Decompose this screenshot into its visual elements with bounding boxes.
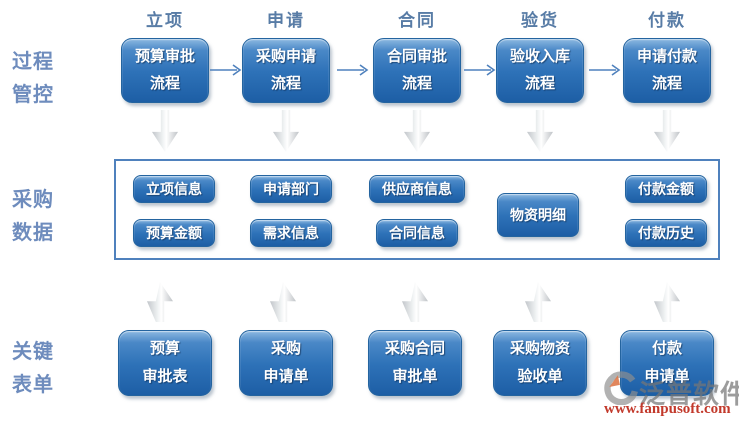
stage-header-contract: 合同: [398, 11, 436, 30]
down-arrow-icon: [654, 110, 680, 152]
data-box-supplier-info: 供应商信息: [369, 175, 465, 203]
row-label-line: 关键: [12, 341, 54, 363]
stage-header-project: 立项: [146, 11, 184, 30]
process-box-receive-inspect: 验收入库 流程: [496, 38, 584, 103]
form-box-material-receipt-form: 采购物资 验收单: [493, 330, 587, 396]
up-arrow-icon: [654, 282, 680, 322]
form-box-line: 付款: [651, 340, 682, 358]
brand-name: 泛普软件: [639, 379, 739, 409]
down-arrow-icon: [404, 110, 430, 152]
data-box-label: 合同信息: [389, 225, 445, 241]
data-box-label: 物资明细: [510, 207, 566, 223]
process-box-contract-approval: 合同审批 流程: [373, 38, 461, 103]
form-box-budget-approval-form: 预算 审批表: [118, 330, 212, 396]
process-box-line: 流程: [524, 74, 555, 92]
down-arrow-icon: [273, 110, 299, 152]
right-arrow-icon: [464, 64, 496, 76]
up-arrow-icon: [402, 282, 428, 322]
data-box-label: 供应商信息: [382, 181, 452, 197]
up-arrow-icon: [525, 282, 551, 322]
form-box-purchase-request-form: 采购 申请单: [239, 330, 333, 396]
process-box-payment-request: 申请付款 流程: [623, 38, 711, 103]
down-arrow-icon: [152, 110, 178, 152]
brand-url: www.fanpusoft.com: [604, 401, 731, 417]
form-box-line: 申请单: [644, 368, 690, 385]
stage-header-request: 申请: [267, 11, 305, 30]
row-label-key-forms: 关键 表单: [12, 336, 82, 402]
form-box-line: 审批表: [142, 368, 188, 385]
right-arrow-icon: [589, 64, 621, 76]
form-box-line: 采购合同: [384, 340, 445, 358]
data-box-label: 需求信息: [263, 225, 319, 241]
form-box-line: 采购: [270, 340, 301, 358]
form-box-contract-approval-form: 采购合同 审批单: [368, 330, 462, 396]
down-arrow-icon: [527, 110, 553, 152]
form-box-line: 验收单: [517, 368, 563, 385]
data-box-material-detail: 物资明细: [497, 193, 579, 237]
right-arrow-icon: [210, 64, 242, 76]
process-box-line: 预算审批: [134, 48, 195, 66]
process-box-line: 采购申请: [255, 48, 316, 66]
stage-header-payment: 付款: [648, 11, 686, 30]
data-box-demand-info: 需求信息: [250, 219, 332, 247]
data-box-project-info: 立项信息: [133, 175, 215, 203]
row-label-process-control: 过程 管控: [12, 46, 82, 112]
form-box-payment-request-form: 付款 申请单: [620, 330, 714, 396]
process-box-line: 流程: [149, 74, 180, 92]
row-label-line: 数据: [12, 222, 54, 244]
process-box-budget-approval: 预算审批 流程: [121, 38, 209, 103]
row-label-purchase-data: 采购 数据: [12, 184, 82, 250]
up-arrow-icon: [270, 282, 296, 322]
process-box-line: 流程: [270, 74, 301, 92]
form-box-line: 采购物资: [509, 340, 570, 358]
form-box-line: 预算: [149, 340, 180, 358]
row-label-line: 采购: [12, 189, 54, 211]
row-label-line: 过程: [12, 51, 54, 73]
data-box-label: 立项信息: [146, 181, 202, 197]
form-box-line: 审批单: [392, 368, 438, 385]
data-box-label: 付款历史: [638, 225, 694, 241]
data-box-label: 预算金额: [146, 225, 202, 241]
process-box-line: 验收入库: [509, 48, 570, 66]
data-box-contract-info: 合同信息: [376, 219, 458, 247]
right-arrow-icon: [337, 64, 369, 76]
form-box-line: 申请单: [263, 368, 309, 385]
data-box-budget-amount: 预算金额: [133, 219, 215, 247]
data-box-request-dept: 申请部门: [250, 175, 332, 203]
data-box-payment-history: 付款历史: [625, 219, 707, 247]
process-box-line: 流程: [401, 74, 432, 92]
process-box-line: 流程: [651, 74, 682, 92]
up-arrow-icon: [147, 282, 173, 322]
data-box-payment-amount: 付款金额: [625, 175, 707, 203]
process-box-purchase-request: 采购申请 流程: [242, 38, 330, 103]
row-label-line: 管控: [12, 84, 54, 106]
data-box-label: 申请部门: [263, 181, 319, 197]
process-box-line: 合同审批: [386, 48, 447, 66]
stage-header-inspection: 验货: [521, 11, 559, 30]
row-label-line: 表单: [12, 374, 54, 396]
process-box-line: 申请付款: [636, 48, 697, 66]
purchase-data-panel: [114, 159, 720, 260]
brand-logo-icon: [604, 371, 638, 405]
data-box-label: 付款金额: [638, 181, 694, 197]
